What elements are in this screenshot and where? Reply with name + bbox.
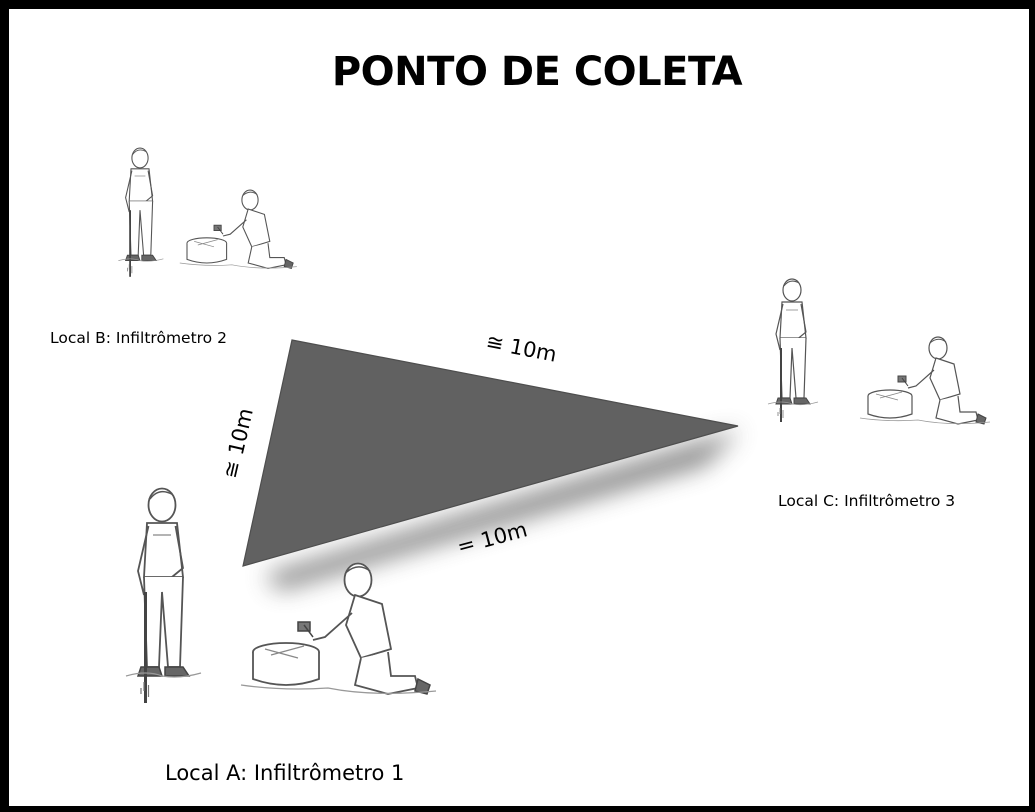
sampling-triangle [242, 339, 739, 567]
location-c-kneeling-figure [859, 336, 991, 425]
triangle-shadow [265, 430, 740, 590]
diagram-title: PONTO DE COLETA [332, 49, 743, 95]
location-b-label: Local B: Infiltrômetro 2 [50, 329, 227, 347]
location-c-label: Local C: Infiltrômetro 3 [778, 492, 955, 510]
location-a-standing-figure [124, 487, 203, 705]
location-b-standing-figure [117, 147, 165, 278]
location-b-kneeling-figure [179, 189, 298, 269]
location-a-kneeling-figure [240, 562, 437, 695]
distance-label-a-b: ≅ 10m [218, 406, 257, 481]
location-c-standing-figure [767, 278, 819, 423]
location-a-label: Local A: Infiltrômetro 1 [165, 761, 404, 785]
distance-label-b-c: ≅ 10m [484, 330, 559, 367]
